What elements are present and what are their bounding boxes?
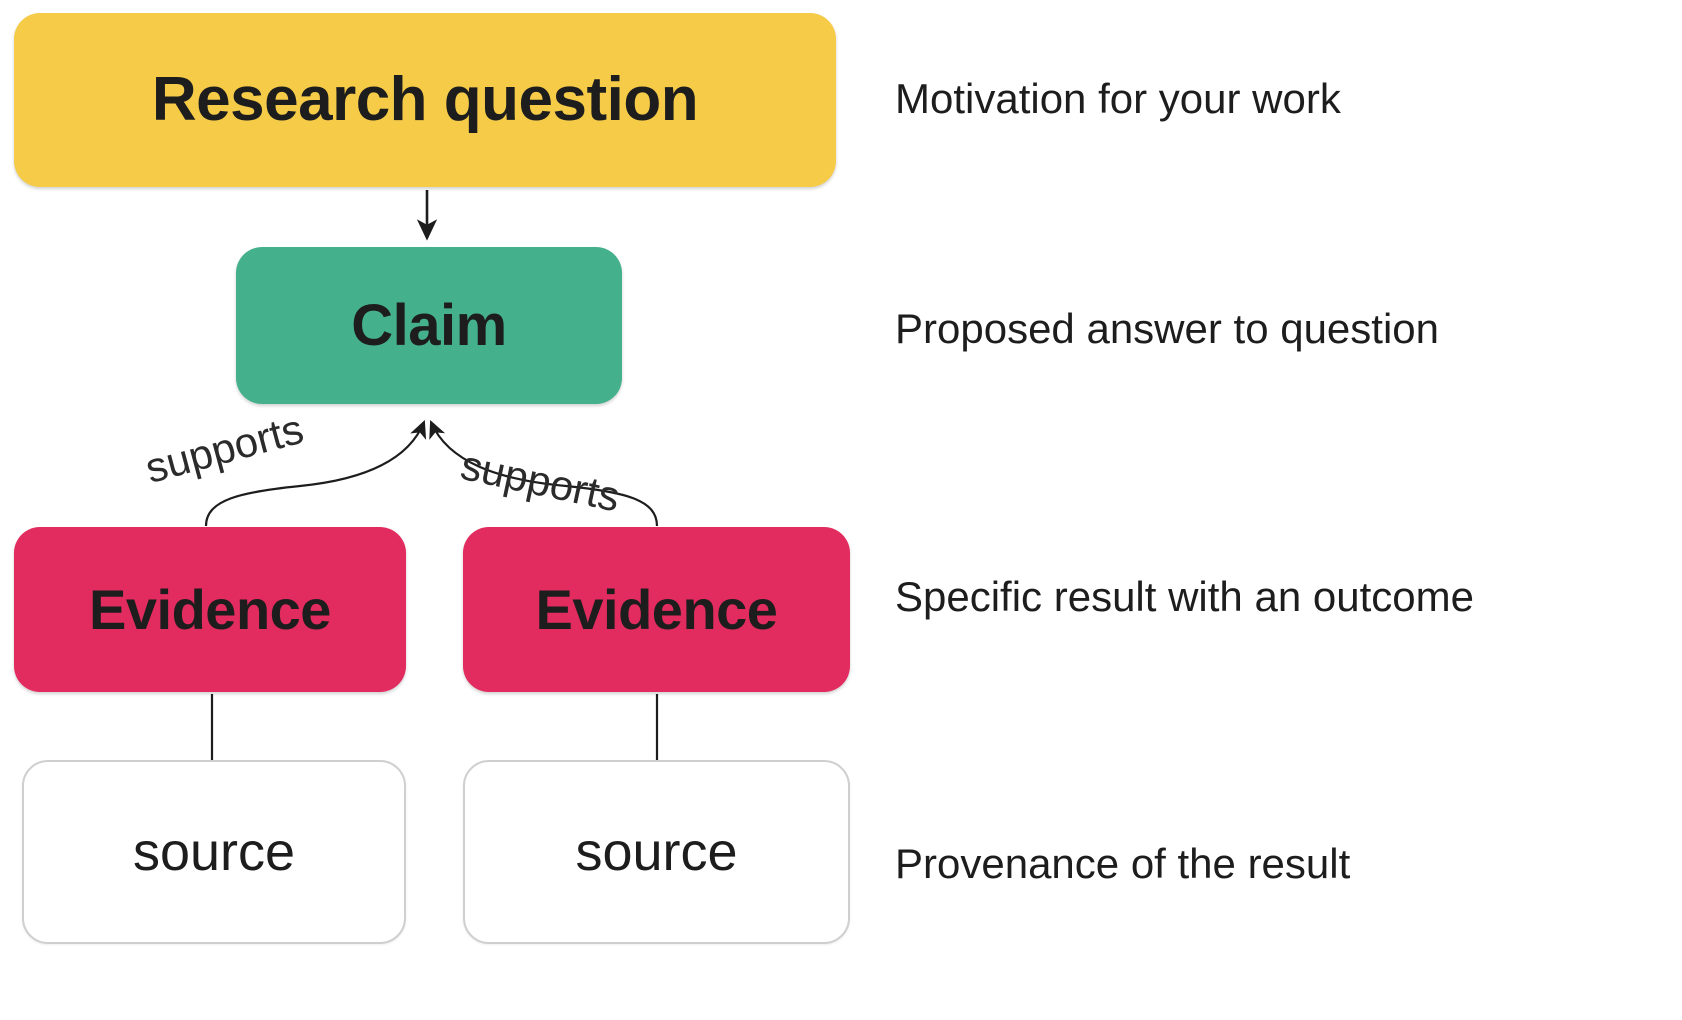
- annotation-research-question: Motivation for your work: [895, 75, 1341, 122]
- node-source-1[interactable]: source: [22, 760, 406, 944]
- annotation-claim: Proposed answer to question: [895, 305, 1440, 352]
- annotation-source: Provenance of the result: [895, 840, 1351, 887]
- node-evidence-2-label: Evidence: [535, 577, 778, 641]
- node-evidence-1-label: Evidence: [89, 577, 331, 641]
- edge-label-supports-left: supports: [140, 404, 309, 492]
- annotation-evidence: Specific result with an outcome: [895, 573, 1474, 620]
- node-research-question-label: Research question: [151, 65, 699, 134]
- node-source-2-label: source: [575, 822, 738, 882]
- edge-label-supports-right: supports: [456, 441, 625, 521]
- node-claim-label: Claim: [351, 292, 507, 358]
- node-claim[interactable]: Claim: [236, 247, 622, 404]
- node-source-1-label: source: [132, 822, 296, 882]
- node-source-2[interactable]: source: [463, 760, 850, 944]
- node-evidence-2[interactable]: Evidence: [463, 527, 850, 692]
- node-research-question[interactable]: Research question: [14, 13, 836, 187]
- node-evidence-1[interactable]: Evidence: [14, 527, 406, 692]
